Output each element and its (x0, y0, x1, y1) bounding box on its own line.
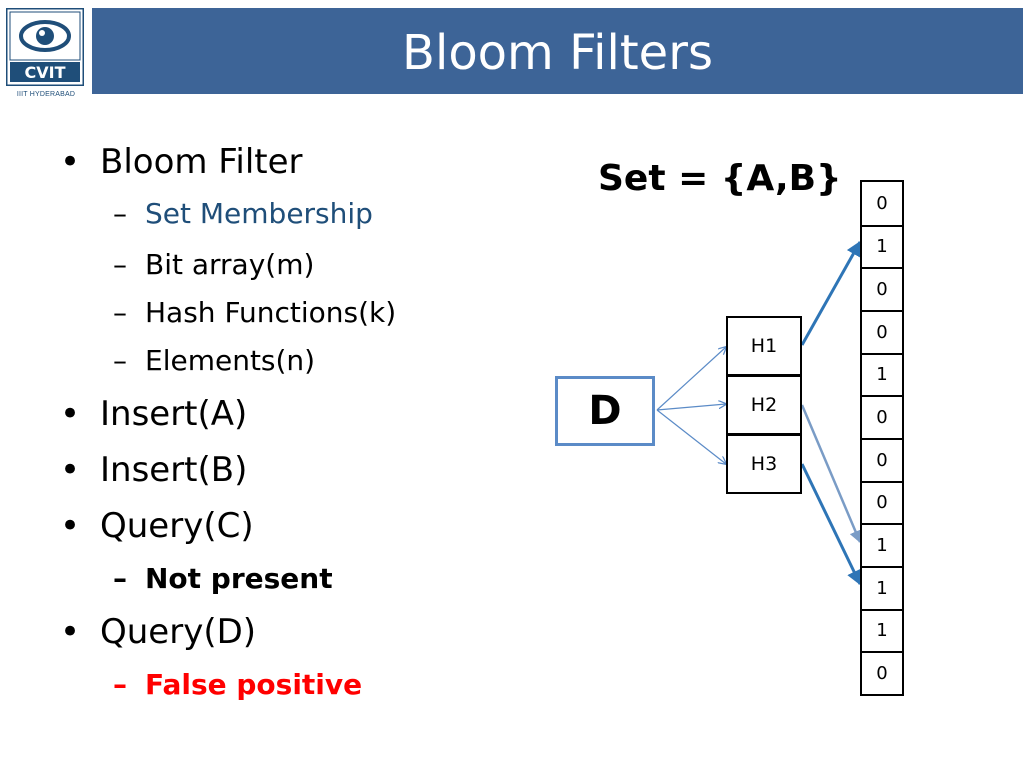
arrow-d-to-h2 (656, 404, 726, 411)
bit-cell: 0 (862, 309, 902, 353)
hash-function-h3: H3 (726, 434, 802, 494)
bit-cell: 1 (862, 608, 902, 652)
arrow-h2-to-bit (800, 404, 862, 544)
arrow-h1-to-bit (800, 240, 862, 346)
bit-cell: 0 (862, 437, 902, 481)
bullet-insert-b: Insert(B) (60, 450, 247, 490)
bit-cell: 0 (862, 480, 902, 524)
arrow-d-to-h3 (656, 409, 726, 464)
bullet-query-c: Query(C) (60, 506, 254, 546)
logo-caption: IIIT HYDERABAD (16, 91, 76, 98)
slide-title: Bloom Filters (402, 25, 713, 81)
bit-cell: 0 (876, 192, 888, 214)
query-element-d: D (555, 376, 655, 446)
bit-cell: 0 (862, 395, 902, 438)
bullet-insert-a: Insert(A) (60, 394, 247, 434)
bit-cell: 1 (862, 523, 902, 566)
hash-function-h1: H1 (726, 316, 802, 376)
arrow-d-to-h1 (656, 347, 726, 411)
logo-text: CVIT (25, 63, 66, 82)
bullet-query-d: Query(D) (60, 612, 256, 652)
cvit-logo: CVIT (6, 8, 84, 86)
sub-bullet-bit-array: Bit array(m) (113, 248, 315, 281)
bullet-bloom-filter: Bloom Filter (60, 142, 302, 182)
arrow-h3-to-bit (800, 463, 862, 586)
sub-bullet-hash-functions: Hash Functions(k) (113, 296, 396, 329)
hash-function-h2: H2 (726, 375, 802, 435)
bit-cell: 1 (862, 352, 902, 396)
sub-bullet-elements: Elements(n) (113, 344, 315, 377)
sub-bullet-set-membership: Set Membership (113, 197, 373, 230)
bit-cell: 1 (862, 224, 902, 268)
bit-cell: 0 (862, 651, 902, 694)
sub-bullet-false-positive: False positive (113, 668, 362, 701)
set-label: Set = {A,B} (598, 158, 842, 199)
bit-cell: 1 (862, 565, 902, 609)
bit-cell: 0 (862, 267, 902, 310)
sub-bullet-not-present: Not present (113, 562, 333, 595)
title-bar: Bloom Filters (92, 8, 1023, 94)
